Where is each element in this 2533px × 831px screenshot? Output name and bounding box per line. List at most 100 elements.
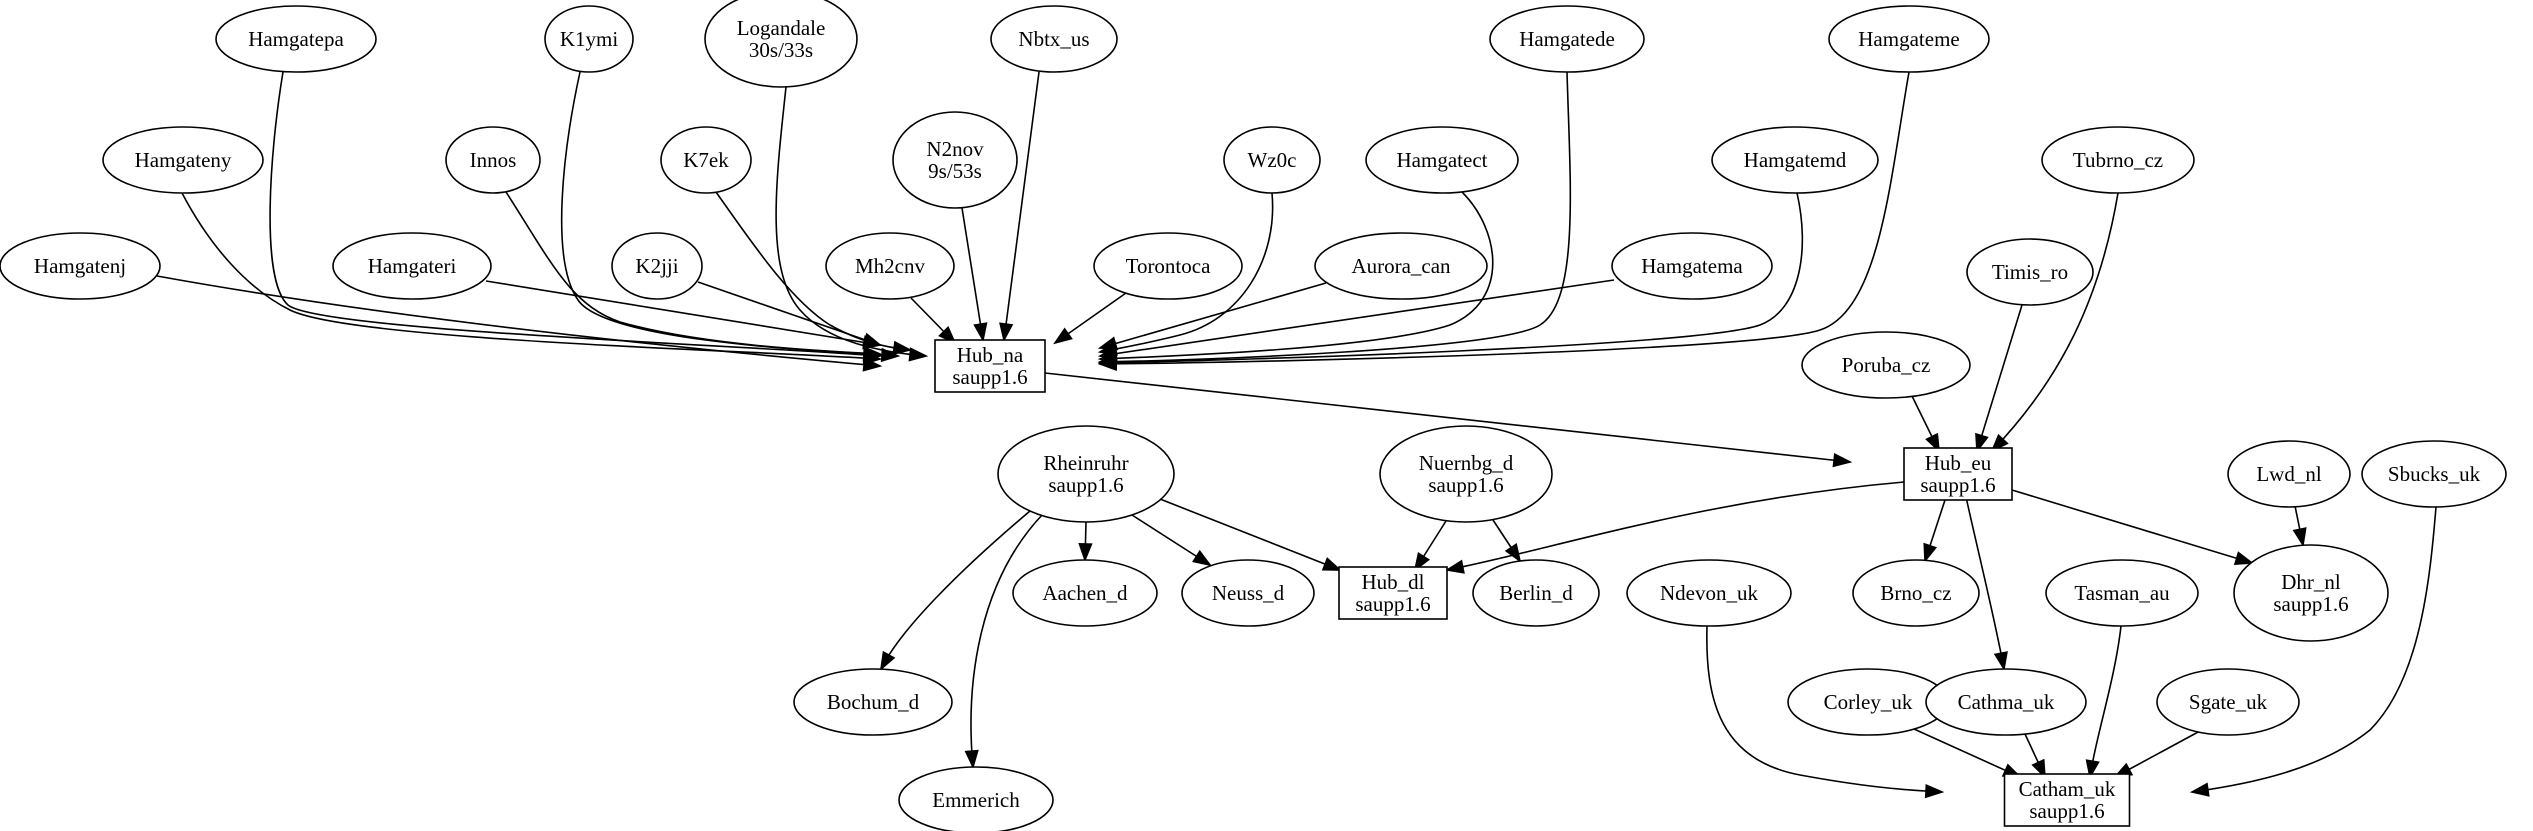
node-label: Hub_dl	[1362, 570, 1425, 594]
edge-tubrno_cz-to-hub_eu	[1990, 192, 2119, 453]
node-hamgatenj: Hamgatenj	[0, 232, 161, 300]
node-ellipse	[1093, 232, 1243, 300]
edge-logandale-to-hub_na	[775, 86, 929, 362]
node-aurora_can: Aurora_can	[1314, 232, 1488, 300]
node-label: Logandale	[737, 16, 826, 40]
node-label: Torontoca	[1126, 254, 1212, 278]
node-ellipse	[215, 5, 377, 73]
edge-line	[715, 191, 911, 351]
edge-hamgatenj-to-hub_na	[156, 275, 883, 372]
node-label: Innos	[470, 148, 517, 172]
node-label: Dhr_nl	[2281, 570, 2341, 594]
arrowhead-icon	[973, 322, 988, 343]
node-ellipse	[2041, 126, 2195, 194]
node-innos: Innos	[445, 126, 541, 194]
node-label: Poruba_cz	[1842, 353, 1931, 377]
node-label: Hamgatede	[1519, 27, 1615, 51]
node-ellipse	[2156, 668, 2300, 736]
edge-line	[1099, 282, 1327, 349]
arrowhead-icon	[1097, 355, 1117, 370]
arrowhead-icon	[964, 749, 979, 770]
node-label: K1ymi	[560, 27, 619, 51]
edge-timis_ro-to-hub_eu	[1975, 304, 2023, 454]
node-label: 30s/33s	[749, 38, 813, 62]
edge-line	[1099, 71, 1910, 365]
arrowhead-icon	[1413, 551, 1431, 572]
node-ellipse	[898, 766, 1054, 831]
node-cathma_uk: Cathma_uk	[1925, 668, 2087, 736]
node-aachen_d: Aachen_d	[1012, 559, 1158, 627]
edge-poruba_cz-to-hub_eu	[1911, 395, 1941, 454]
edge-line	[156, 275, 881, 367]
node-label: Wz0c	[1248, 148, 1297, 172]
arrowhead-icon	[1975, 432, 1989, 454]
node-ellipse	[1925, 668, 2087, 736]
node-label: saupp1.6	[2273, 592, 2348, 616]
edge-line	[1099, 192, 1804, 364]
arrowhead-icon	[1191, 549, 1212, 567]
node-corley_uk: Corley_uk	[1787, 668, 1949, 736]
arrowhead-icon	[1078, 543, 1093, 563]
edge-rheinruhr-to-emmerich	[964, 513, 1044, 770]
edge-corley_uk-to-catham_uk	[1913, 728, 2023, 778]
node-ellipse	[892, 111, 1018, 209]
node-ellipse	[1365, 126, 1519, 194]
node-label: Hamgateri	[368, 254, 457, 278]
edge-hub_eu-to-hub_dl	[1444, 481, 1905, 574]
node-ellipse	[2045, 559, 2199, 627]
edge-layer	[156, 71, 2437, 799]
edge-hamgatema-to-hub_na	[1097, 279, 1615, 361]
arrowhead-icon	[908, 347, 929, 362]
arrowhead-icon	[1925, 432, 1941, 454]
edge-hamgatede-to-hub_na	[1097, 71, 1572, 369]
arrowhead-icon	[892, 340, 913, 355]
edge-sbucks_uk-to-catham_uk	[2189, 506, 2437, 797]
node-label: Berlin_d	[1499, 581, 1573, 605]
edge-line	[961, 207, 984, 341]
node-label: saupp1.6	[1355, 592, 1430, 616]
arrowhead-icon	[1832, 453, 1853, 468]
node-k7ek: K7ek	[660, 126, 752, 194]
arrowhead-icon	[1504, 543, 1522, 563]
edge-aurora_can-to-hub_na	[1097, 282, 1327, 351]
node-label: Neuss_d	[1212, 581, 1285, 605]
node-label: saupp1.6	[1920, 473, 1995, 497]
edge-line	[485, 280, 881, 346]
edge-line	[2089, 625, 2122, 778]
node-berlin_d: Berlin_d	[1472, 559, 1600, 627]
node-ellipse	[544, 5, 634, 73]
node-wz0c: Wz0c	[1223, 126, 1321, 194]
node-label: saupp1.6	[1048, 473, 1123, 497]
node-ellipse	[1472, 559, 1600, 627]
edge-mh2cnv-to-hub_na	[910, 297, 957, 345]
edge-ndevon_uk-to-catham_uk	[1706, 625, 1945, 799]
edge-line	[269, 71, 881, 357]
edge-line	[697, 281, 881, 346]
edge-line	[1044, 372, 1851, 463]
node-label: Catham_uk	[2019, 777, 2116, 801]
node-hamgatema: Hamgatema	[1611, 232, 1773, 300]
node-label: 9s/53s	[928, 159, 982, 183]
edge-nuernbg_d-to-berlin_d	[1492, 519, 1522, 563]
arrowhead-icon	[2233, 551, 2255, 565]
node-ellipse	[445, 126, 541, 194]
edge-rheinruhr-to-aachen_d	[1078, 521, 1093, 563]
node-tubrno_cz: Tubrno_cz	[2041, 126, 2195, 194]
node-k1ymi: K1ymi	[544, 5, 634, 73]
node-box	[2003, 773, 2131, 827]
node-label: Timis_ro	[1992, 260, 2068, 284]
edge-line	[1991, 192, 2119, 452]
edge-rheinruhr-to-bochum_d	[879, 510, 1031, 671]
arrowhead-icon	[1444, 559, 1465, 574]
node-label: Sbucks_uk	[2388, 462, 2481, 486]
node-hamgateri: Hamgateri	[332, 232, 492, 300]
edge-line	[1099, 192, 1274, 353]
edge-line	[2011, 489, 2253, 564]
node-label: Rheinruhr	[1043, 451, 1128, 475]
